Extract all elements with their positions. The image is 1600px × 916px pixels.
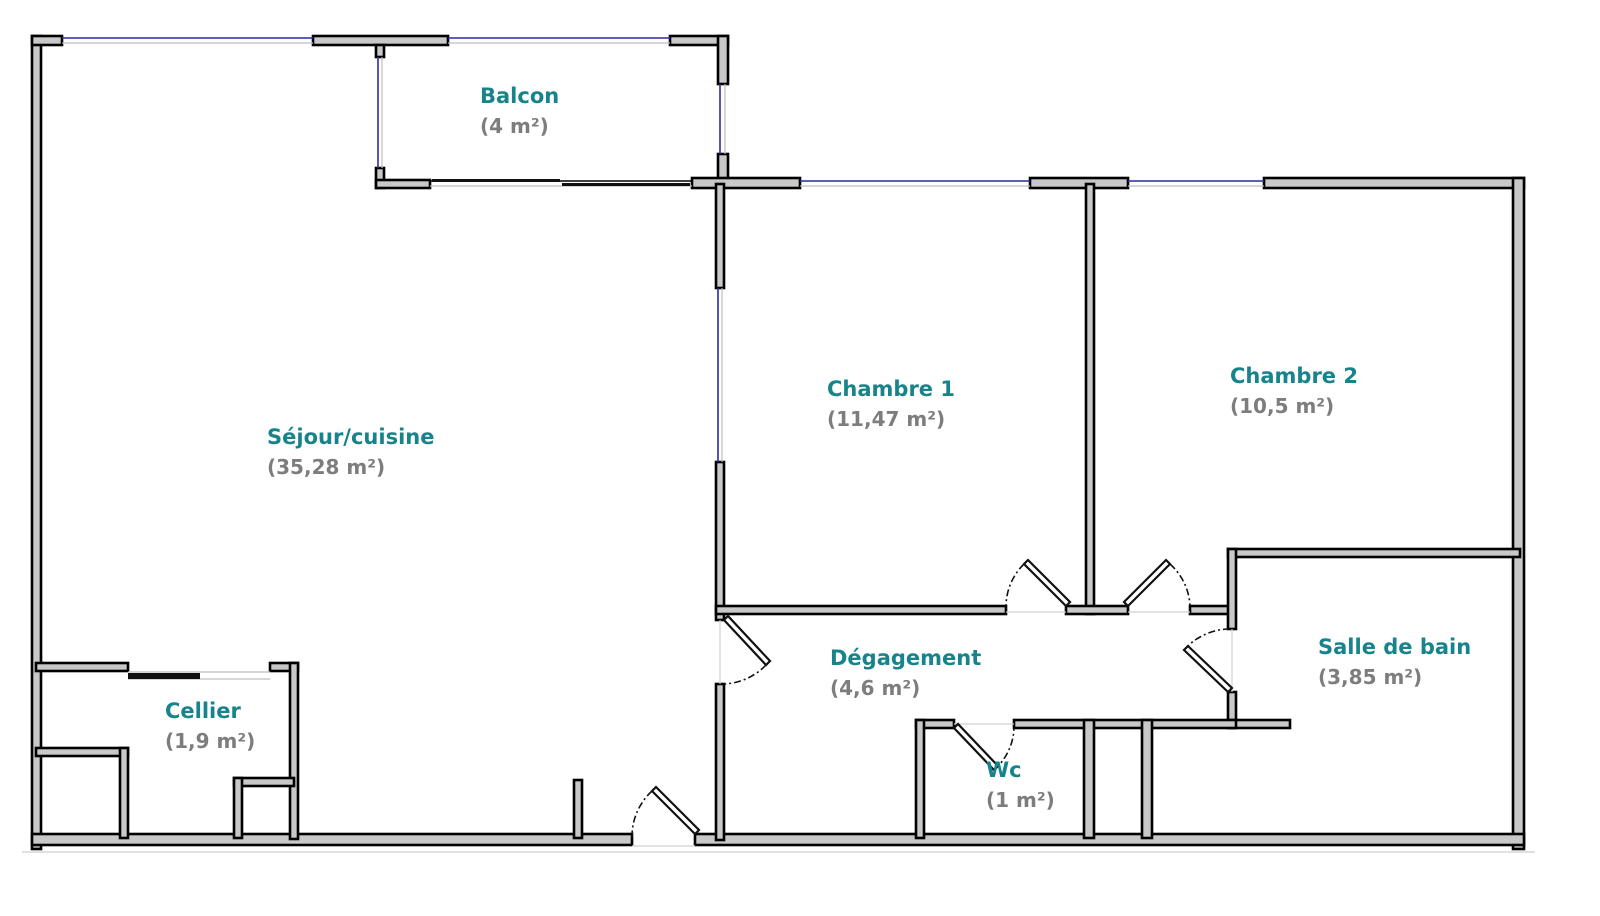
room-area-salle-de-bain: (3,85 m²) [1318, 665, 1422, 689]
wall-top-bedroom-right [1262, 176, 1526, 190]
wall-balcon-bottom-left [374, 178, 432, 190]
room-area-chambre1: (11,47 m²) [827, 407, 945, 431]
wc-door-arc [993, 727, 1015, 771]
room-area-wc: (1 m²) [986, 788, 1055, 812]
room-area-degagement: (4,6 m²) [830, 676, 920, 700]
wall-cellier-closet-right [118, 746, 130, 840]
wall-east [1511, 176, 1526, 851]
room-area-chambre2: (10,5 m²) [1230, 394, 1334, 418]
room-label-salle-de-bain: Salle de bain [1318, 635, 1471, 659]
room-label-degagement: Dégagement [830, 646, 981, 670]
ch2-door-leaf [1122, 558, 1172, 608]
wall-top-left-stub [30, 34, 64, 47]
entry-door-arc [631, 790, 653, 839]
room-label-chambre2: Chambre 2 [1230, 364, 1358, 388]
wall-sdb-bottom-stub [1226, 718, 1292, 730]
ch2-door-arc [1169, 563, 1191, 607]
wall-cellier-right [288, 661, 300, 841]
room-label-balcon: Balcon [480, 84, 559, 108]
ch1-door-leaf [1022, 558, 1072, 608]
cellier-slider-panel [128, 673, 200, 679]
sdb-door-arc [1183, 628, 1229, 651]
wall-west [30, 34, 43, 851]
room-label-cellier: Cellier [165, 699, 241, 723]
wall-gaine-right [1140, 718, 1154, 840]
wall-sdb-left-top [1226, 547, 1238, 631]
wall-junction [690, 176, 802, 190]
room-label-sejour: Séjour/cuisine [267, 425, 434, 449]
wall-sejour-deg-low [714, 682, 726, 842]
wall-entry-stub [572, 778, 584, 840]
wall-south-right [693, 832, 1526, 847]
wall-deg-top-left [714, 604, 1008, 616]
wall-cellier-shelf-left [232, 776, 244, 840]
room-labels: Séjour/cuisine (35,28 m²) Balcon (4 m²) … [165, 84, 1471, 812]
wall-cellier-closet-top [34, 746, 130, 758]
wall-sejour-ch1-top [714, 182, 726, 290]
walls [30, 34, 1526, 851]
windows [62, 37, 1264, 680]
room-area-balcon: (4 m²) [480, 114, 549, 138]
sejour-door-arc [723, 664, 767, 685]
room-area-cellier: (1,9 m²) [165, 729, 255, 753]
bay-balcon-panel-2 [562, 183, 690, 186]
wall-sdb-top [1226, 547, 1522, 559]
wall-wc-top-right [1012, 718, 1238, 730]
sejour-door-leaf [722, 614, 772, 667]
ch1-door-arc [1005, 563, 1025, 607]
wall-balcon-left-top [374, 43, 386, 59]
wall-top-mid [311, 34, 450, 47]
room-label-wc: Wc [986, 758, 1022, 782]
wall-cellier-top-left [34, 661, 130, 673]
room-area-sejour: (35,28 m²) [267, 455, 385, 479]
wall-south-left [30, 832, 634, 847]
wall-sejour-ch1-mid [714, 460, 726, 622]
wall-wc-left [914, 718, 926, 840]
wall-deg-top-mid [1064, 604, 1130, 616]
room-label-chambre1: Chambre 1 [827, 377, 955, 401]
wall-balcon-right-top [716, 34, 730, 86]
wall-ch1-ch2 [1084, 182, 1096, 616]
doors [631, 558, 1234, 847]
bay-balcon-panel-1 [432, 179, 560, 182]
wall-wc-right [1082, 718, 1096, 840]
wall-top-bedroom-mid [1028, 176, 1130, 190]
sdb-door-leaf [1182, 644, 1234, 694]
entry-door-leaf [650, 785, 701, 836]
